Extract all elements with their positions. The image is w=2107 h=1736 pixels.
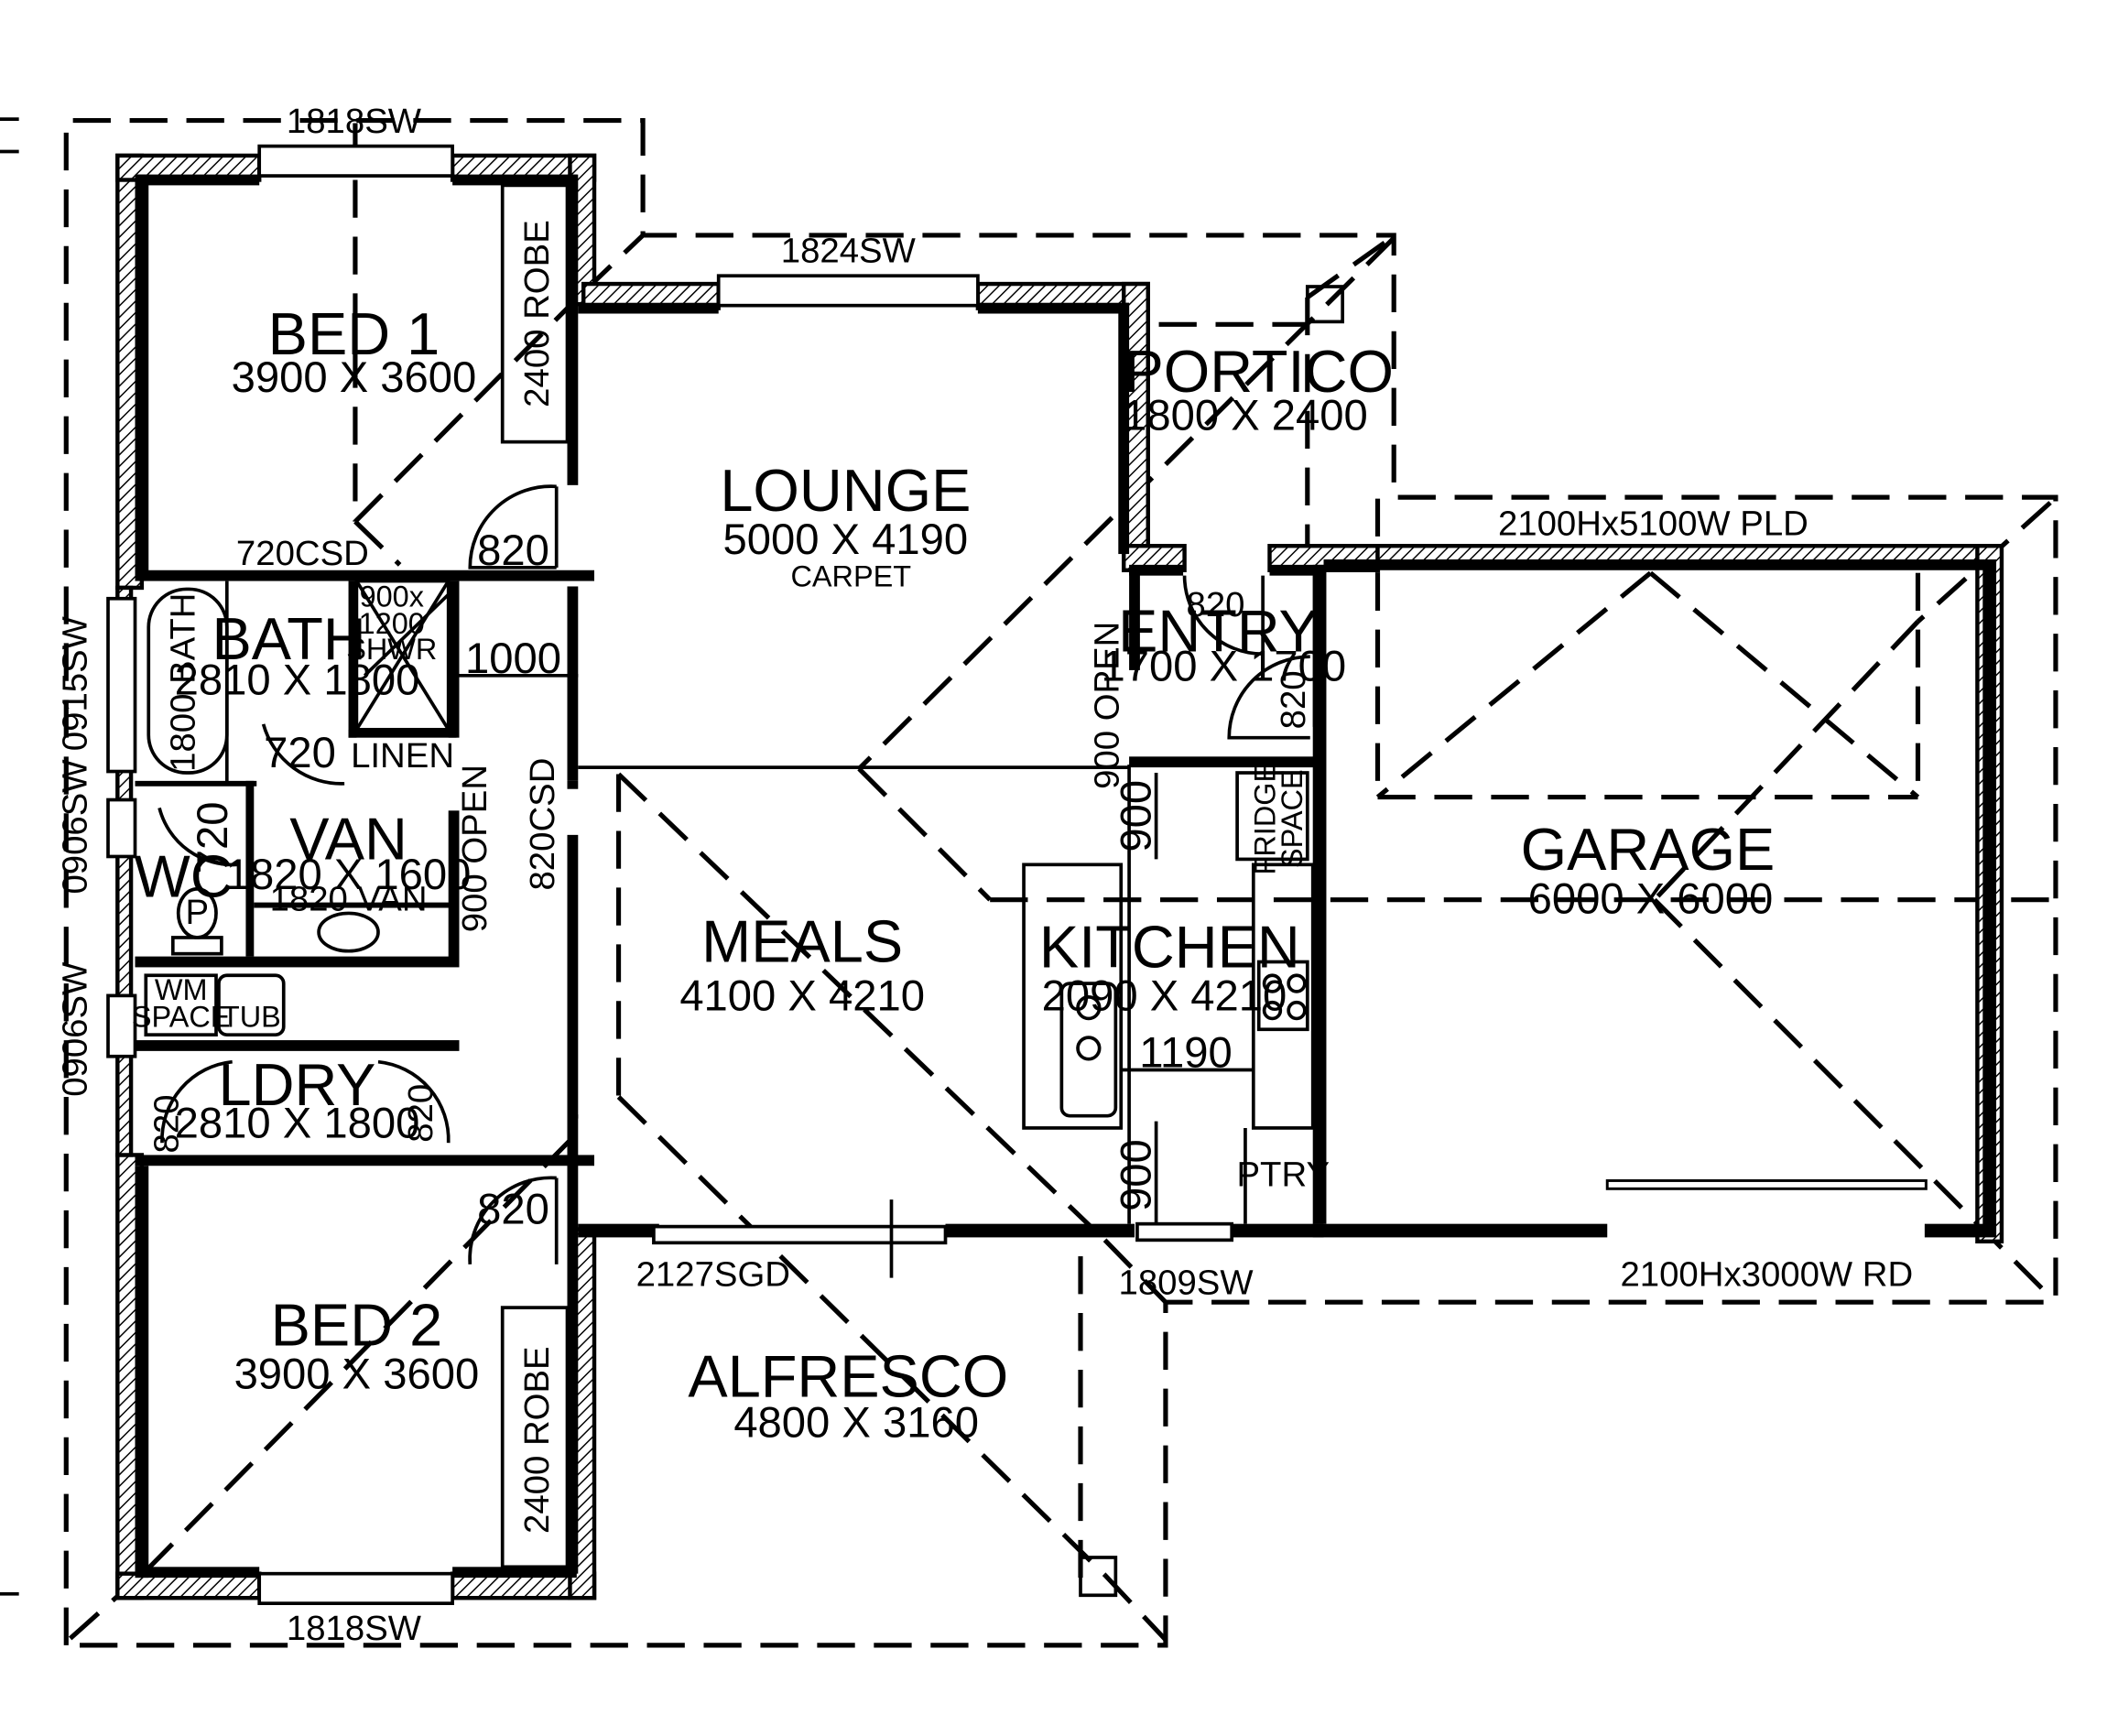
wc-name: WC	[135, 843, 234, 910]
meals-name: MEALS	[701, 908, 903, 975]
door-720a-label: 720	[264, 729, 336, 777]
bath-size: 2810 X 1800	[175, 656, 420, 704]
ldry-door-left-label: 820	[147, 1095, 187, 1154]
garage-size: 6000 X 6000	[1528, 874, 1774, 923]
bed2-size: 3900 X 3600	[234, 1351, 480, 1399]
bath-window-label: 0915SW	[55, 615, 94, 751]
ldry-window-label: 0906SW	[55, 961, 94, 1097]
kitchen-fixtures	[1022, 765, 1315, 1224]
windows	[106, 144, 1234, 1605]
dimension-lines	[459, 673, 1254, 1278]
fridge-label-2: SPACE	[1276, 769, 1309, 868]
room-labels: BED 1 3900 X 3600 LOUNGE 5000 X 4190 CAR…	[135, 300, 1776, 1448]
shower-label-3: SHWR	[346, 633, 437, 666]
van-fixture: 1820 VAN	[270, 879, 428, 918]
robes	[500, 183, 570, 1569]
portico-size: 1800 X 2400	[1123, 391, 1368, 439]
sheet-ticks	[0, 117, 19, 1596]
shower-label-1: 900x	[360, 580, 424, 613]
bed1-window-label: 1818SW	[287, 102, 422, 141]
tub-label: TUB	[222, 1000, 281, 1033]
csd-720-label: 720CSD	[236, 534, 369, 573]
garage-door-top-label: 2100Hx5100W PLD	[1498, 504, 1808, 543]
bath-fixtures	[147, 579, 451, 784]
robe2-label: 2400 ROBE	[517, 1346, 557, 1534]
laundry-fixtures	[144, 973, 286, 1037]
meals-size: 4100 X 4210	[679, 972, 925, 1021]
hall-width-label: 1000	[465, 635, 561, 683]
sgd-label: 2127SGD	[636, 1255, 790, 1295]
roof-outline	[63, 118, 2058, 1648]
linen-label: LINEN	[351, 736, 454, 776]
alfresco-name: ALFRESCO	[688, 1342, 1008, 1409]
robe1-label: 2400 ROBE	[517, 220, 557, 407]
entry-door-label: 820	[1187, 585, 1245, 624]
door-swings	[157, 484, 1310, 1265]
entry-side-door-label: 820	[1274, 670, 1313, 729]
garage-door-bottom-label: 2100Hx3000W RD	[1620, 1255, 1913, 1295]
bed1-door-label: 820	[477, 526, 549, 575]
kitchen-size: 2090 X 4210	[1042, 972, 1287, 1021]
portico-name: PORTICO	[1124, 338, 1393, 405]
entry-size: 1700 X 1700	[1102, 643, 1347, 691]
lounge-window-label: 1824SW	[781, 231, 917, 270]
bath-name: BATH	[212, 605, 366, 672]
sw-1809-label: 1809SW	[1119, 1263, 1254, 1302]
vanity-fixtures	[170, 887, 380, 956]
ldry-size: 2810 X 1800	[175, 1099, 420, 1147]
kitchen-1190-label: 1190	[1139, 1029, 1232, 1078]
kitchen-name: KITCHEN	[1039, 913, 1300, 980]
annotation-labels: 1818SW 1824SW 2100Hx5100W PLD 2400 ROBE …	[55, 102, 1913, 1648]
pantry-label: PTRY	[1236, 1155, 1330, 1194]
lounge-finish: CARPET	[790, 559, 911, 592]
internal-walls	[135, 174, 1997, 1579]
bed2-window-label: 1818SW	[287, 1609, 422, 1648]
van-open-label: 900 OPEN	[455, 765, 494, 932]
csd-820-label: 820CSD	[523, 758, 562, 891]
bed2-door-label: 820	[477, 1186, 549, 1234]
ldry-door-right-label: 820	[401, 1084, 440, 1143]
van-size: 1820 X 1600	[226, 851, 472, 899]
shower-label-2: 1200	[359, 607, 425, 640]
van-name: VAN	[289, 805, 407, 872]
wc-pan: P	[186, 893, 210, 932]
van-window-label: 0906SW	[55, 759, 94, 895]
kitchen-900-top-label: 900	[1113, 780, 1161, 852]
kitchen-900-bottom-label: 900	[1113, 1139, 1161, 1211]
bed1-size: 3900 X 3600	[232, 353, 477, 402]
entry-name: ENTRY	[1118, 597, 1319, 664]
wm-label-2: SPACE	[132, 1000, 231, 1033]
bed1-name: BED 1	[268, 300, 440, 367]
lounge-name: LOUNGE	[720, 457, 971, 524]
lounge-size: 5000 X 4190	[723, 515, 969, 564]
wm-label-1: WM	[155, 973, 208, 1006]
bed2-name: BED 2	[271, 1291, 443, 1358]
posts	[1079, 285, 1344, 1598]
entry-open-label: 900 OPEN	[1087, 622, 1126, 789]
bath-tub-label: 1800 BATH	[163, 593, 202, 772]
door-720b-label: 720	[189, 801, 237, 873]
ldry-name: LDRY	[219, 1051, 376, 1118]
garage-name: GARAGE	[1521, 816, 1776, 883]
alfresco-size: 4800 X 3160	[733, 1399, 979, 1448]
fridge-label-1: FRIDGE	[1248, 763, 1281, 875]
